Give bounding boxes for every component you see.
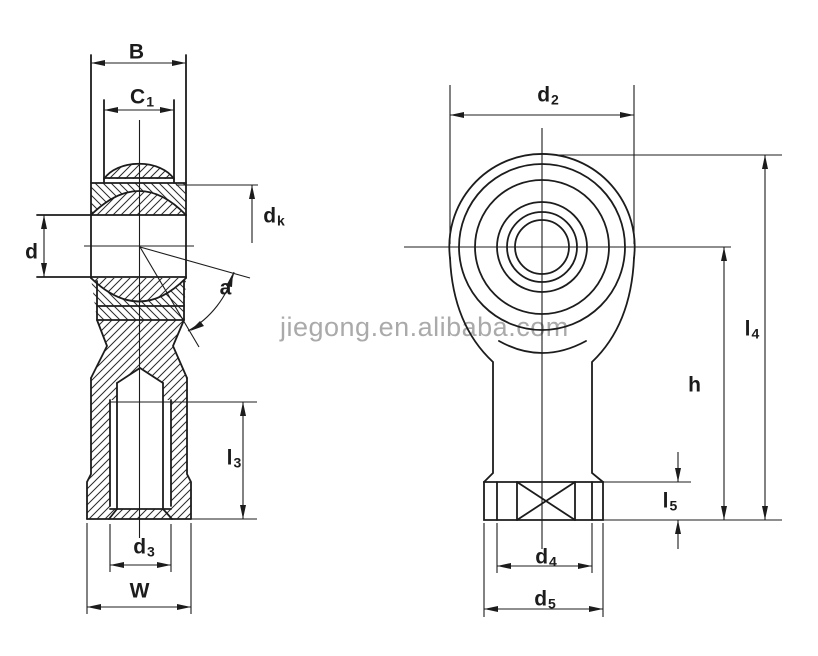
left-view-centerlines [84, 120, 194, 538]
right-view-arrowheads [450, 112, 768, 612]
left-view-outline [36, 54, 192, 520]
right-view-dimension-lines [449, 85, 782, 617]
left-view-arrowheads [41, 60, 255, 610]
right-view-centerlines [404, 128, 731, 549]
